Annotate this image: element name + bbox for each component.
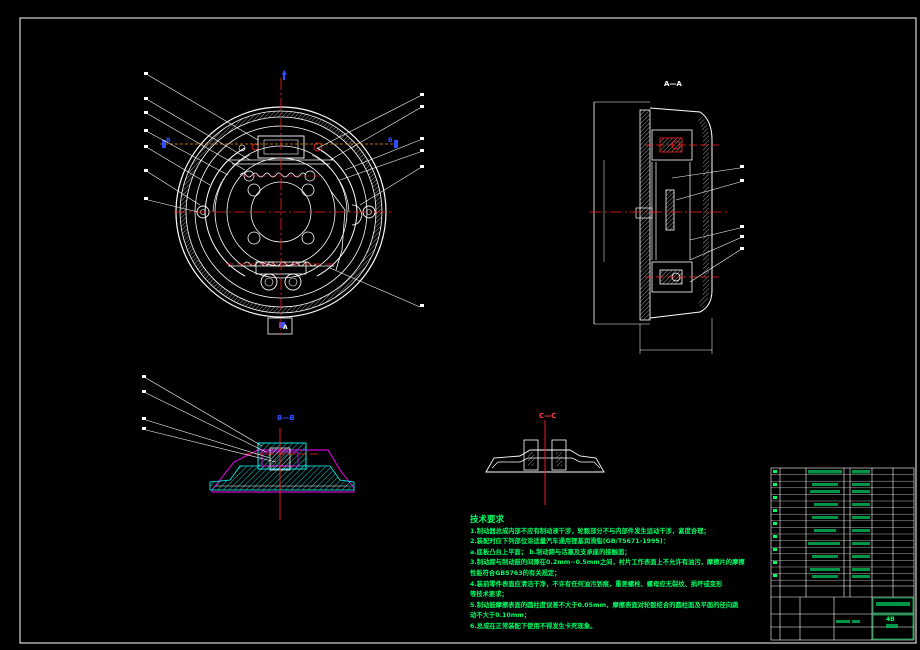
technical-requirements: 技术要求 1.制动器总成内部不应有制动液干涉，轮毂部分不与内部件发生运动干涉，紧… (470, 515, 760, 633)
tech-line-3: a.底板凸台上平面； b.制动蹄与活塞及支承座的接触面； (470, 548, 631, 556)
section-b-label: B—B (277, 414, 295, 422)
tech-line-4: 3.制动蹄与制动鼓的间隙在0.2mm~0.5mm之间，衬片工作表面上不允许有油污… (470, 559, 745, 567)
section-a-label: A—A (664, 80, 682, 88)
drawing-frame (19, 17, 917, 644)
marker-b-left: B (166, 137, 171, 144)
tech-line-6: 4.装前零件表面应清洁干净，不许有任何油污划痕，重要螺栓、螺母应无裂纹、损坏或变… (470, 580, 723, 588)
title-block-row-numbers (773, 470, 777, 577)
tech-line-2: 2.装配时应下列部位涂适量汽车通用锂基润滑脂(GB/T5671-1995)： (470, 538, 669, 546)
tech-line-7: 等技术要求； (470, 591, 508, 599)
section-c-label: C—C (539, 412, 557, 420)
tech-line-5: 性能符合GB5763的有关规定； (470, 569, 561, 577)
tech-line-9: 动不大于0.10mm； (470, 612, 531, 620)
tech-line-10: 6.总成在正常装配下使用不得发生卡死现象。 (470, 622, 597, 630)
technical-requirements-title: 技术要求 (470, 515, 505, 525)
title-block-rows (771, 474, 914, 581)
marker-a-bottom: A (283, 324, 288, 331)
title-block (770, 467, 915, 641)
section-a-a-view (590, 101, 744, 354)
title-block-fills (808, 470, 910, 628)
title-block-number: 4B (886, 616, 895, 623)
front-view (144, 72, 424, 336)
tech-line-1: 1.制动器总成内部不应有制动液干涉，轮毂部分不与内部件发生运动干涉，紧度合理； (470, 527, 710, 535)
marker-b-right: B (388, 137, 393, 144)
section-c-c-view (485, 420, 605, 505)
tech-line-8: 5.制动鼓摩擦表面的圆柱度误差不大于0.05mm，摩擦表面对轮毂结合的圆柱面及平… (470, 601, 739, 609)
marker-a-top: A (282, 70, 287, 77)
section-b-b-view (142, 375, 355, 520)
